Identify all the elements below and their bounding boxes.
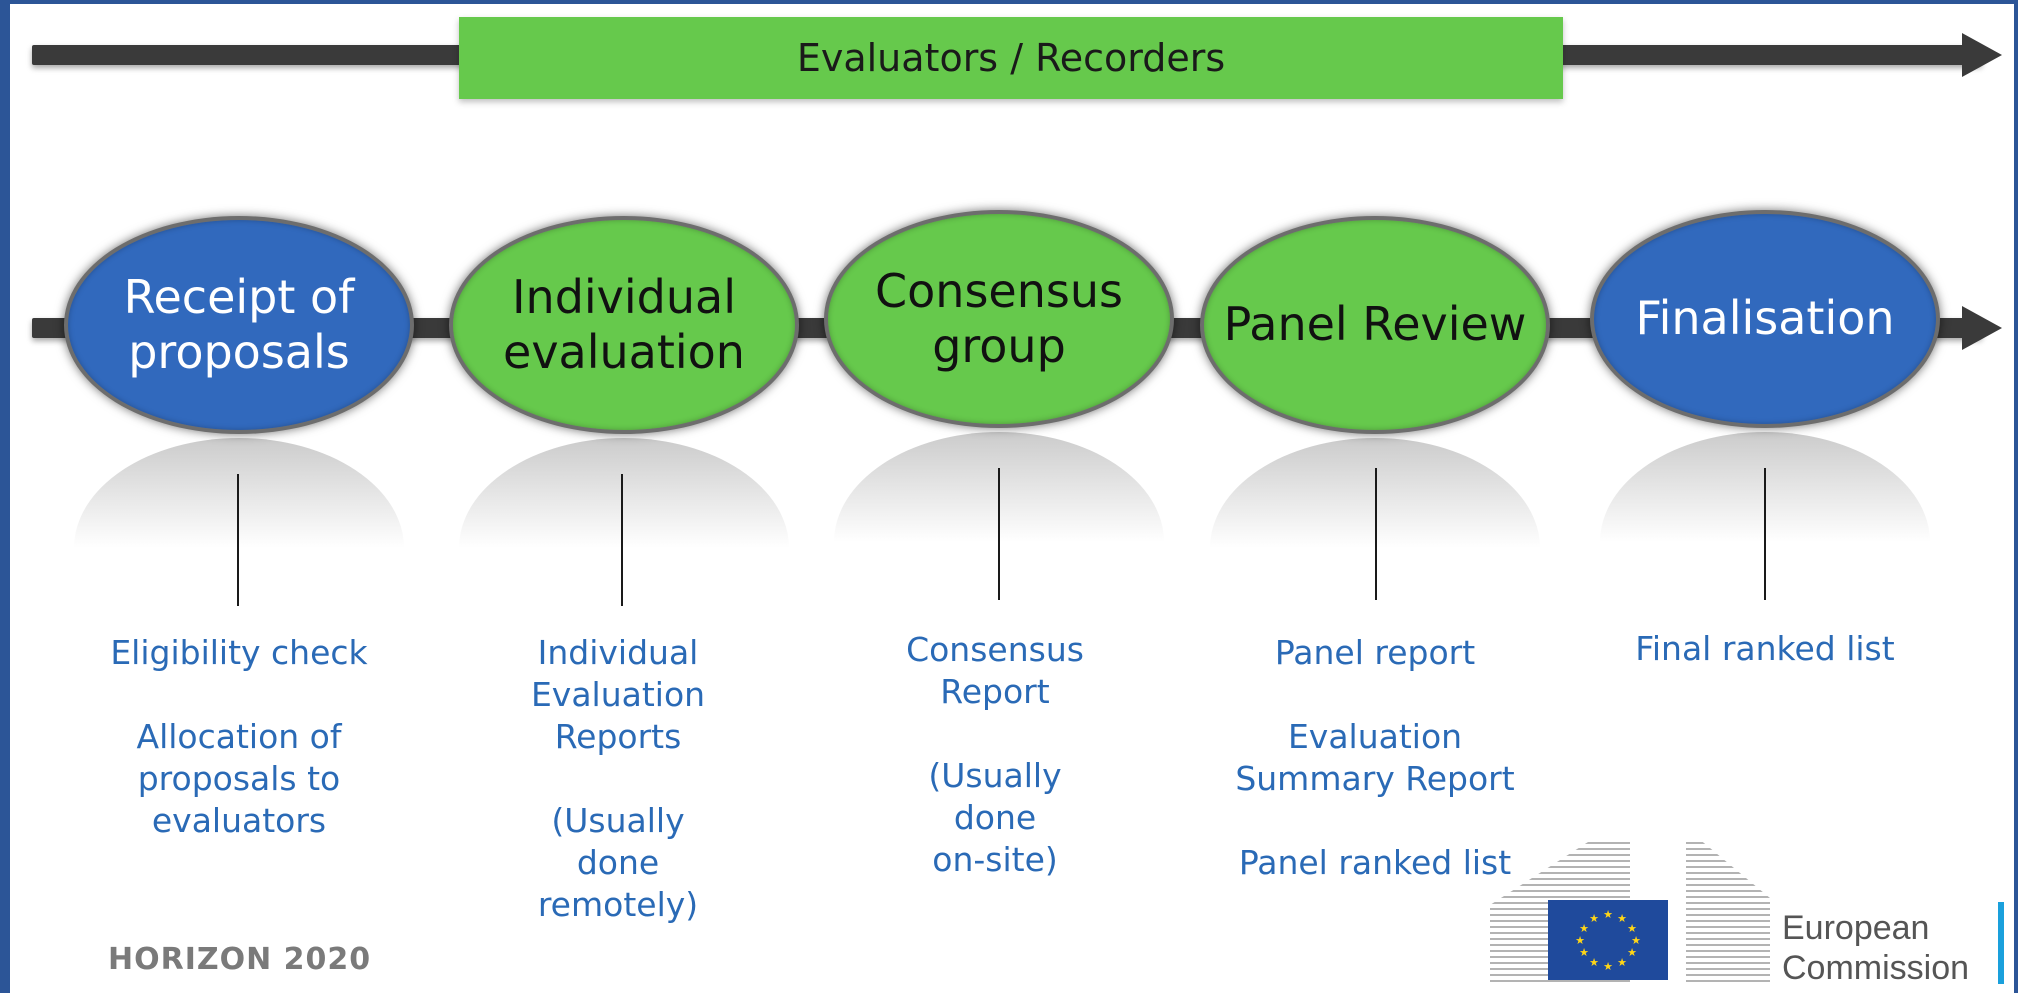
- output-item: Evaluation Summary Report: [1235, 717, 1515, 798]
- stage-oval: Individual evaluation: [449, 216, 799, 434]
- stage-connector: [1375, 468, 1377, 600]
- stage-outputs: Panel report Evaluation Summary Report P…: [1205, 632, 1545, 884]
- stage-outputs: Final ranked list: [1595, 628, 1935, 670]
- top-arrow-head: [1962, 33, 2002, 77]
- stage-receipt: Receipt of proposals: [64, 216, 414, 548]
- svg-text:★: ★: [1575, 934, 1585, 947]
- svg-text:★: ★: [1579, 946, 1589, 959]
- eu-stars-icon: ★ ★ ★ ★ ★ ★ ★ ★ ★ ★ ★ ★: [1575, 908, 1641, 973]
- output-item: Panel ranked list: [1238, 843, 1512, 882]
- svg-text:★: ★: [1617, 956, 1627, 969]
- svg-text:★: ★: [1589, 956, 1599, 969]
- output-item: Final ranked list: [1635, 629, 1895, 668]
- svg-text:★: ★: [1603, 908, 1613, 921]
- european-commission-logo: ★ ★ ★ ★ ★ ★ ★ ★ ★ ★ ★ ★ European Commiss…: [1490, 842, 2010, 992]
- stage-oval: Finalisation: [1590, 210, 1940, 428]
- stage-oval: Panel Review: [1200, 216, 1550, 434]
- output-item: Individual Evaluation Reports: [530, 633, 706, 756]
- eu-flag-icon: ★ ★ ★ ★ ★ ★ ★ ★ ★ ★ ★ ★: [1548, 900, 1668, 980]
- stage-outputs: Individual Evaluation Reports (Usually d…: [448, 632, 788, 926]
- svg-text:★: ★: [1627, 922, 1637, 935]
- horizon-2020-label: HORIZON 2020: [108, 942, 372, 977]
- stage-reflection: [74, 438, 404, 548]
- output-item: Eligibility check: [110, 633, 368, 672]
- output-item: Allocation of proposals to evaluators: [136, 717, 342, 840]
- process-arrow-head: [1962, 306, 2002, 350]
- slide-canvas: Evaluators / Recorders Receipt of propos…: [10, 4, 2014, 993]
- svg-text:★: ★: [1617, 912, 1627, 925]
- output-item: (Usually done on-site): [928, 756, 1062, 879]
- stage-individual-evaluation: Individual evaluation: [449, 216, 799, 548]
- svg-text:★: ★: [1627, 946, 1637, 959]
- stage-connector: [237, 474, 239, 606]
- output-item: Panel report: [1274, 633, 1476, 672]
- ec-line1: European: [1782, 909, 1930, 947]
- svg-text:★: ★: [1589, 912, 1599, 925]
- stage-outputs: Eligibility check Allocation of proposal…: [69, 632, 409, 842]
- stage-outputs: Consensus Report (Usually done on-site): [825, 629, 1165, 881]
- stage-connector: [1764, 468, 1766, 600]
- stage-panel-review: Panel Review: [1200, 216, 1550, 548]
- svg-text:★: ★: [1579, 922, 1589, 935]
- banner-label: Evaluators / Recorders: [796, 36, 1226, 80]
- stage-reflection: [459, 438, 789, 548]
- stage-finalisation: Finalisation: [1590, 210, 1940, 542]
- stage-oval: Consensus group: [824, 210, 1174, 428]
- ec-wordmark: European Commission: [1782, 908, 1969, 988]
- evaluators-banner: Evaluators / Recorders: [459, 17, 1563, 99]
- ec-accent-bar: [1998, 902, 2004, 984]
- stage-consensus-group: Consensus group: [824, 210, 1174, 542]
- svg-text:★: ★: [1603, 960, 1613, 973]
- stage-connector: [621, 474, 623, 606]
- output-item: (Usually done remotely): [537, 801, 699, 924]
- stage-oval: Receipt of proposals: [64, 216, 414, 434]
- svg-text:★: ★: [1631, 934, 1641, 947]
- ec-line2: Commission: [1782, 949, 1970, 987]
- stage-connector: [998, 468, 1000, 600]
- building-lines-right: [1686, 842, 1770, 982]
- output-item: Consensus Report: [906, 630, 1084, 711]
